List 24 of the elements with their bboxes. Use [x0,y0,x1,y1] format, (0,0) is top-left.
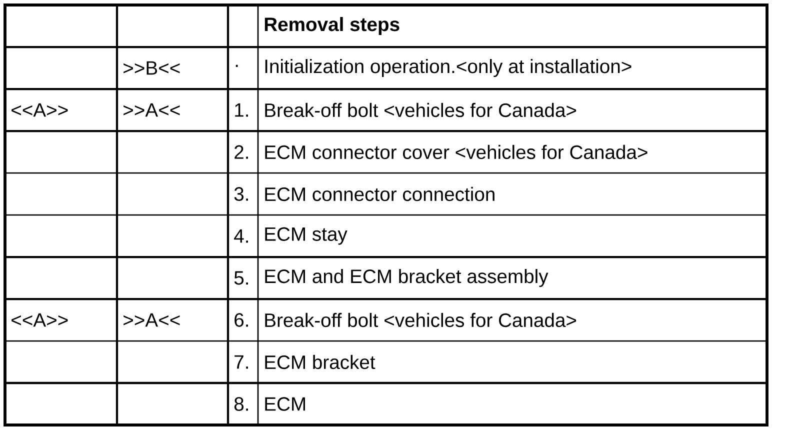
step-text: ECM connector cover <vehicles for Canada> [265,144,648,160]
step-text: ECM [265,397,305,411]
step-number: 5. [234,271,248,285]
step-text: ECM bracket [265,354,376,370]
symbol-marker: <<A>> [12,103,68,117]
table-heading: Removal steps [264,17,400,36]
step-number: 8. [234,397,248,411]
step-number: 3. [234,187,248,201]
step-number: 2. [234,145,248,159]
step-number: 7. [234,355,248,369]
step-number: 1. [235,103,248,117]
step-text: ECM connector connection [265,186,494,202]
symbol-marker: >>A<< [124,103,180,117]
symbol-marker: >>A<< [124,313,180,327]
step-text: ECM and ECM bracket assembly [265,269,548,288]
symbol-marker: >>B<< [124,61,180,75]
step-text: Break-off bolt <vehicles for Canada> [265,312,576,328]
step-text: Break-off bolt <vehicles for Canada> [265,102,576,118]
step-text: Initialization operation.<only at installation> [265,59,632,78]
step-text: ECM stay [265,227,348,245]
step-number: 4. [234,229,248,243]
step-number: 6. [234,313,248,327]
symbol-marker: <<A>> [12,313,68,327]
step-number: · [236,64,238,67]
